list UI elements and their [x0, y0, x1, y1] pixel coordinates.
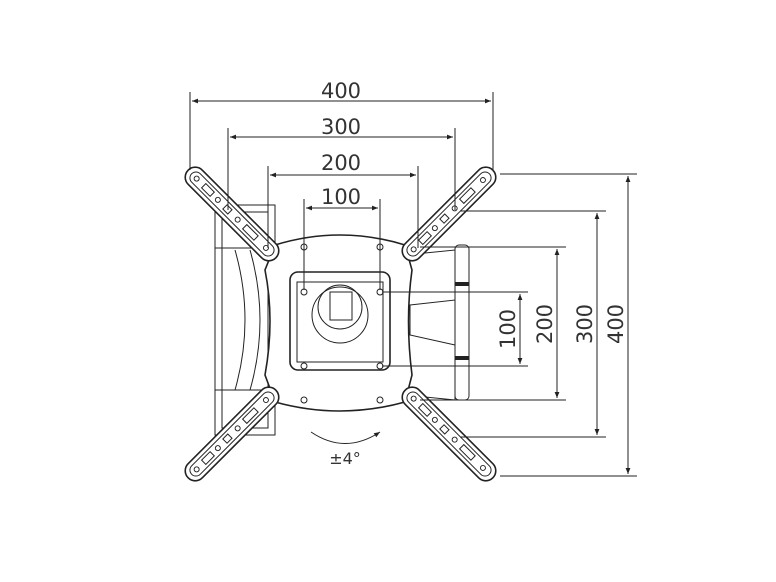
- rotation-indicator: ±4°: [310, 431, 381, 468]
- dim-label-300: 300: [321, 115, 361, 139]
- bracket-arm-top-right: [397, 162, 501, 266]
- swivel-arm: [404, 244, 470, 401]
- horizontal-dimensions: 400 300 200 100: [189, 79, 494, 290]
- curved-arrow-icon: [310, 431, 381, 444]
- dim-label-200: 200: [321, 151, 361, 175]
- dim-label-v300: 300: [573, 304, 597, 344]
- dim-label-v100: 100: [496, 309, 520, 349]
- dim-label-400: 400: [321, 79, 361, 103]
- dim-label-v200: 200: [533, 304, 557, 344]
- dim-label-v400: 400: [604, 304, 628, 344]
- dim-label-100: 100: [321, 185, 361, 209]
- bracket-arm-bottom-left: [180, 382, 284, 486]
- vertical-dimensions: 100 200 300 400: [382, 173, 637, 477]
- center-plate: [264, 234, 413, 412]
- bracket-arm-bottom-right: [397, 382, 501, 486]
- tilt-label: ±4°: [329, 449, 361, 468]
